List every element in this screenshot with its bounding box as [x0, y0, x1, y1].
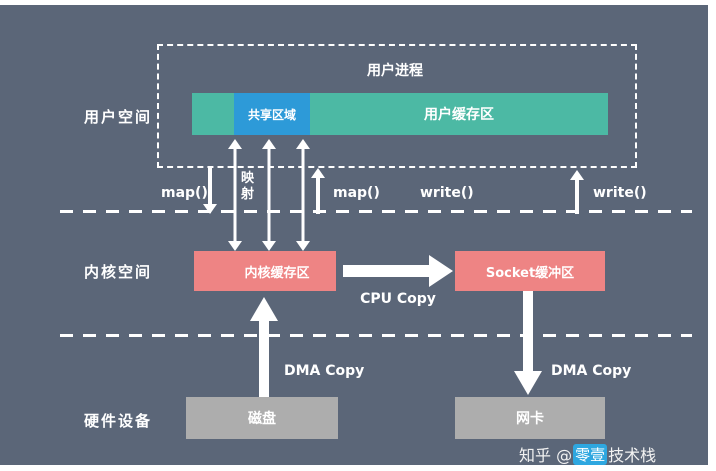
diagram-background [0, 5, 708, 465]
user-buffer-label-area: 用户缓存区 [310, 93, 608, 135]
dma-copy-down-arrow [514, 291, 542, 395]
socket-buffer-box: Socket缓冲区 [455, 251, 605, 291]
user-process-label: 用户进程 [367, 63, 423, 79]
kernel-space-label: 内核空间 [84, 263, 153, 281]
mapping-double-arrow-3 [296, 139, 310, 251]
map-call-up-arrow [311, 168, 325, 214]
shared-region-box: 共享区域 [234, 93, 310, 135]
user-buffer-label: 用户缓存区 [424, 107, 494, 123]
kernel-hardware-boundary-line [60, 334, 692, 337]
cpu-copy-arrow [343, 255, 453, 287]
cpu-copy-label: CPU Copy [360, 291, 436, 307]
mapping-label: 映 射 [241, 171, 255, 202]
mapping-double-arrow-1 [228, 139, 242, 251]
kernel-buffer-label-area: 内核缓存区 [218, 262, 336, 281]
nic-box: 网卡 [455, 397, 605, 439]
map-right-label: map() [333, 185, 380, 201]
dma-copy-left-label: DMA Copy [284, 363, 365, 379]
disk-label: 磁盘 [248, 411, 276, 427]
dma-copy-right-label: DMA Copy [551, 363, 632, 379]
kernel-buffer-box: 内核缓存区 [194, 251, 336, 291]
nic-label: 网卡 [516, 411, 544, 427]
user-buffer-bar: 共享区域 用户缓存区 [192, 93, 608, 135]
watermark-badge: 零壹 [573, 443, 608, 465]
watermark: 知乎 @ 零壹 技术栈 [519, 442, 656, 466]
user-process-frame [157, 44, 637, 168]
write-left-label: write() [420, 185, 474, 201]
mapping-double-arrow-2 [262, 139, 276, 251]
watermark-name-label: 技术栈 [608, 446, 657, 465]
hardware-label: 硬件设备 [84, 412, 153, 430]
write-call-up-arrow [570, 170, 584, 214]
user-space-label: 用户空间 [84, 108, 153, 126]
write-right-label: write() [593, 185, 647, 201]
shared-region-label: 共享区域 [247, 107, 296, 122]
watermark-site-label: 知乎 @ [519, 446, 573, 465]
map-left-label: map() [161, 185, 208, 201]
disk-box: 磁盘 [186, 397, 338, 439]
dma-copy-up-arrow [250, 297, 278, 397]
user-buffer-left-segment [192, 93, 234, 135]
kernel-buffer-label: 内核缓存区 [244, 265, 310, 281]
socket-buffer-label: Socket缓冲区 [485, 265, 575, 281]
user-kernel-boundary-line [60, 210, 692, 213]
map-call-down-arrow [203, 168, 217, 214]
